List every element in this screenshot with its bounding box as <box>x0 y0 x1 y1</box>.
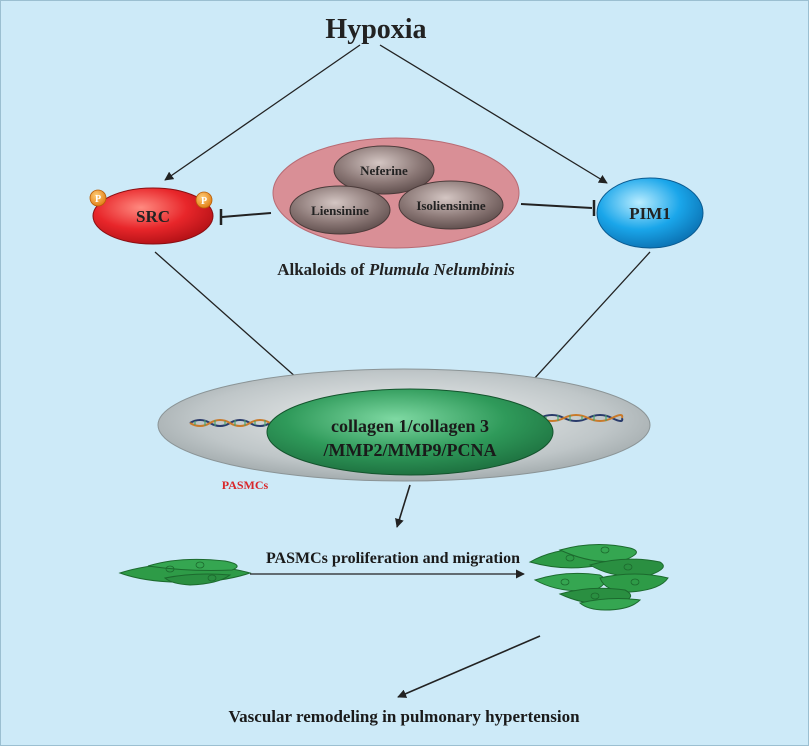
src-label: SRC <box>136 207 170 226</box>
targets-line1: collagen 1/collagen 3 <box>331 416 489 436</box>
inhibit-line-src <box>221 212 272 218</box>
isoliensinine-ball <box>398 180 504 230</box>
isoliensinine-label: Isoliensinine <box>416 198 486 213</box>
dna-strand-right-icon <box>539 414 624 422</box>
neferine-ball <box>333 145 435 195</box>
process-label: PASMCs proliferation and migration <box>266 550 520 567</box>
arrow-hypoxia-to-src <box>164 44 361 181</box>
alkaloids-caption-species: Plumula Nelumbinis <box>368 260 515 279</box>
src-node <box>92 187 214 245</box>
pasmcs-label: PASMCs <box>222 478 269 492</box>
liensinine-ball <box>289 185 391 235</box>
neferine-label: Neferine <box>360 163 408 178</box>
pim1-node <box>596 177 704 249</box>
quiescent-cells <box>118 558 252 586</box>
arrow-cell-to-proliferation <box>395 484 411 528</box>
phospho-label-right: P <box>201 196 207 207</box>
proliferating-cells <box>528 543 669 611</box>
hypoxia-title: Hypoxia <box>325 14 426 45</box>
pim1-label: PIM1 <box>629 204 671 223</box>
phospho-badge-right <box>195 191 213 209</box>
targets-line2: /MMP2/MMP9/PCNA <box>323 440 497 460</box>
liensinine-label: Liensinine <box>311 203 369 218</box>
phospho-label-left: P <box>95 194 101 205</box>
inhibit-line-pim1 <box>520 203 593 209</box>
alkaloids-caption: Alkaloids of Plumula Nelumbinis <box>277 260 515 279</box>
alkaloids-caption-prefix: Alkaloids of <box>277 260 369 279</box>
phospho-badge-left <box>89 189 107 207</box>
nucleus-targets <box>266 388 554 476</box>
outcome-label: Vascular remodeling in pulmonary hyperte… <box>228 707 580 726</box>
arrow-hypoxia-to-pim1 <box>379 44 608 184</box>
arrow-to-outcome <box>397 635 541 698</box>
